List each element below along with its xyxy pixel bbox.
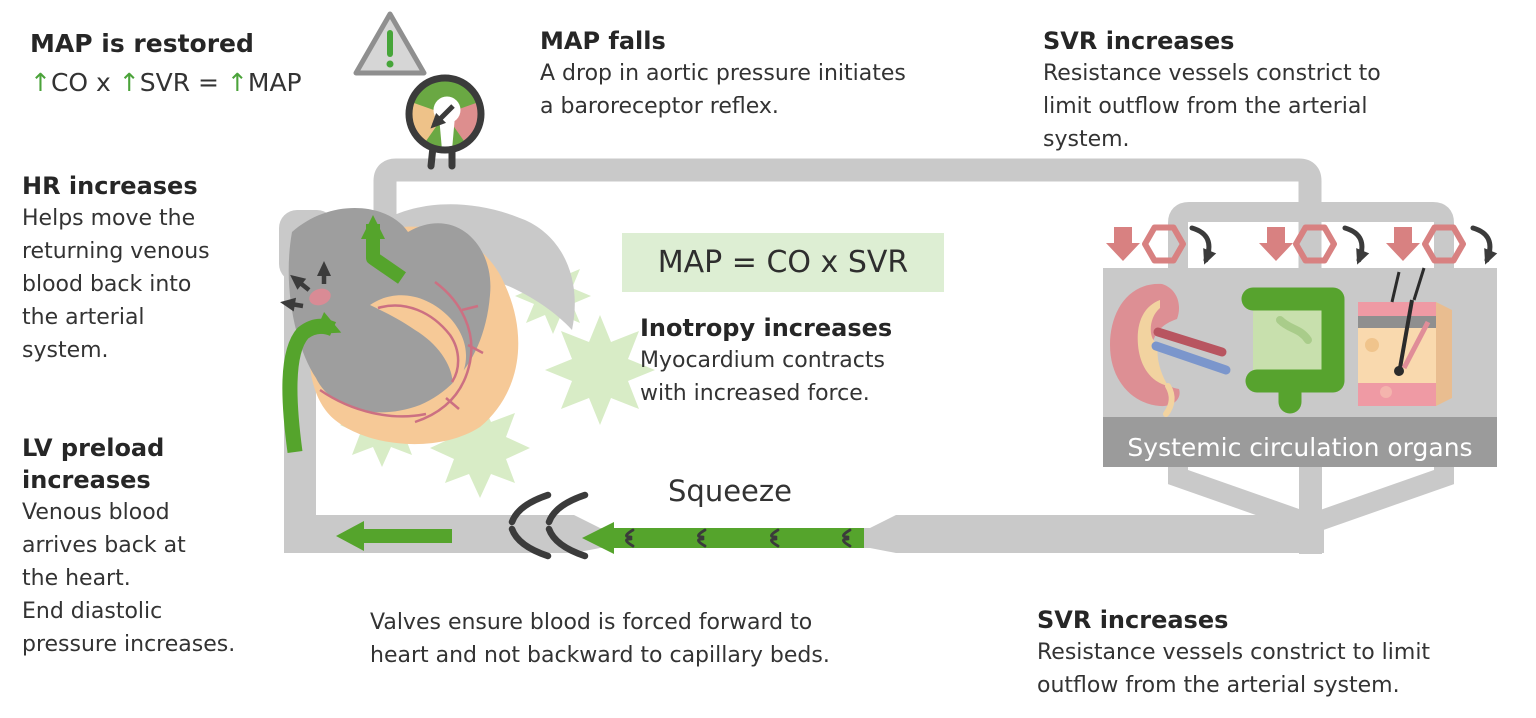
skin-icon (1358, 267, 1452, 406)
up-arrow-icon: ↑ (118, 68, 140, 97)
kidney-icon (1110, 283, 1231, 417)
map-falls-body: A drop in aortic pressure initiates a ba… (540, 61, 906, 119)
warning-triangle-icon (353, 11, 427, 76)
aortic-pipe (373, 158, 1322, 285)
svr-top-block: SVR increases Resistance vessels constri… (1043, 25, 1493, 156)
venous-inflow-arrow (282, 311, 342, 453)
systemic-organs-panel (1103, 267, 1497, 467)
venous-return-details (336, 491, 864, 560)
map-equation-panel: MAP = CO x SVR (622, 233, 944, 292)
constrict-hexagon-icon (1142, 224, 1466, 264)
intestine-icon (1241, 287, 1345, 414)
hr-increases-title: HR increases (22, 172, 198, 200)
squeeze-label: Squeeze (668, 474, 792, 508)
valve-leaflets-icon (508, 491, 589, 560)
sa-node (309, 288, 331, 306)
hr-increases-block: HR increases Helps move the returning ve… (22, 170, 252, 367)
map-falls-block: MAP falls A drop in aortic pressure init… (540, 25, 980, 123)
inotropy-block: Inotropy increases Myocardium contracts … (640, 312, 970, 410)
map-restored-block: MAP is restored ↑CO x ↑SVR = ↑MAP (30, 28, 302, 98)
impulse-arrows-icon (280, 261, 331, 312)
blood-flow-arrows (282, 215, 406, 453)
constrict-rotate-arrow-icon (1189, 225, 1498, 265)
up-arrow-icon: ↑ (30, 68, 51, 97)
up-arrow-icon: ↑ (226, 68, 248, 97)
hr-increases-body: Helps move the returning venous blood ba… (22, 206, 210, 363)
svr-top-title: SVR increases (1043, 27, 1235, 55)
svr-bottom-body: Resistance vessels constrict to limit ou… (1037, 640, 1431, 698)
aortic-outflow-arrow (361, 215, 406, 284)
heart-illustration (280, 204, 575, 453)
organ-branch-pipe (1168, 202, 1454, 282)
svr-top-body: Resistance vessels constrict to limit ou… (1043, 61, 1381, 152)
lv-preload-title: LV preload increases (22, 434, 165, 494)
valves-note: Valves ensure blood is forced forward to… (370, 610, 830, 668)
flow-chevrons (625, 528, 852, 548)
pressure-gauge-icon (405, 74, 485, 170)
return-flow-arrow (336, 521, 452, 551)
svr-bottom-block: SVR increases Resistance vessels constri… (1037, 604, 1507, 702)
lv-preload-body: Venous blood arrives back at the heart. … (22, 500, 236, 657)
organs-band-label: Systemic circulation organs (1127, 432, 1473, 462)
coronary-vessels (319, 280, 484, 424)
red-down-arrow-icon (1106, 227, 1420, 261)
inotropy-title: Inotropy increases (640, 314, 893, 342)
lv-preload-block: LV preload increases Venous blood arrive… (22, 432, 272, 661)
map-restored-formula: ↑CO x ↑SVR = ↑MAP (30, 68, 302, 97)
inotropy-body: Myocardium contracts with increased forc… (640, 348, 885, 406)
squeeze-arrow (582, 522, 864, 554)
svr-bottom-title: SVR increases (1037, 606, 1229, 634)
map-falls-title: MAP falls (540, 27, 666, 55)
map-restored-title: MAP is restored (30, 29, 254, 58)
constriction-icons (1106, 224, 1498, 265)
organ-label-band (1103, 417, 1497, 467)
